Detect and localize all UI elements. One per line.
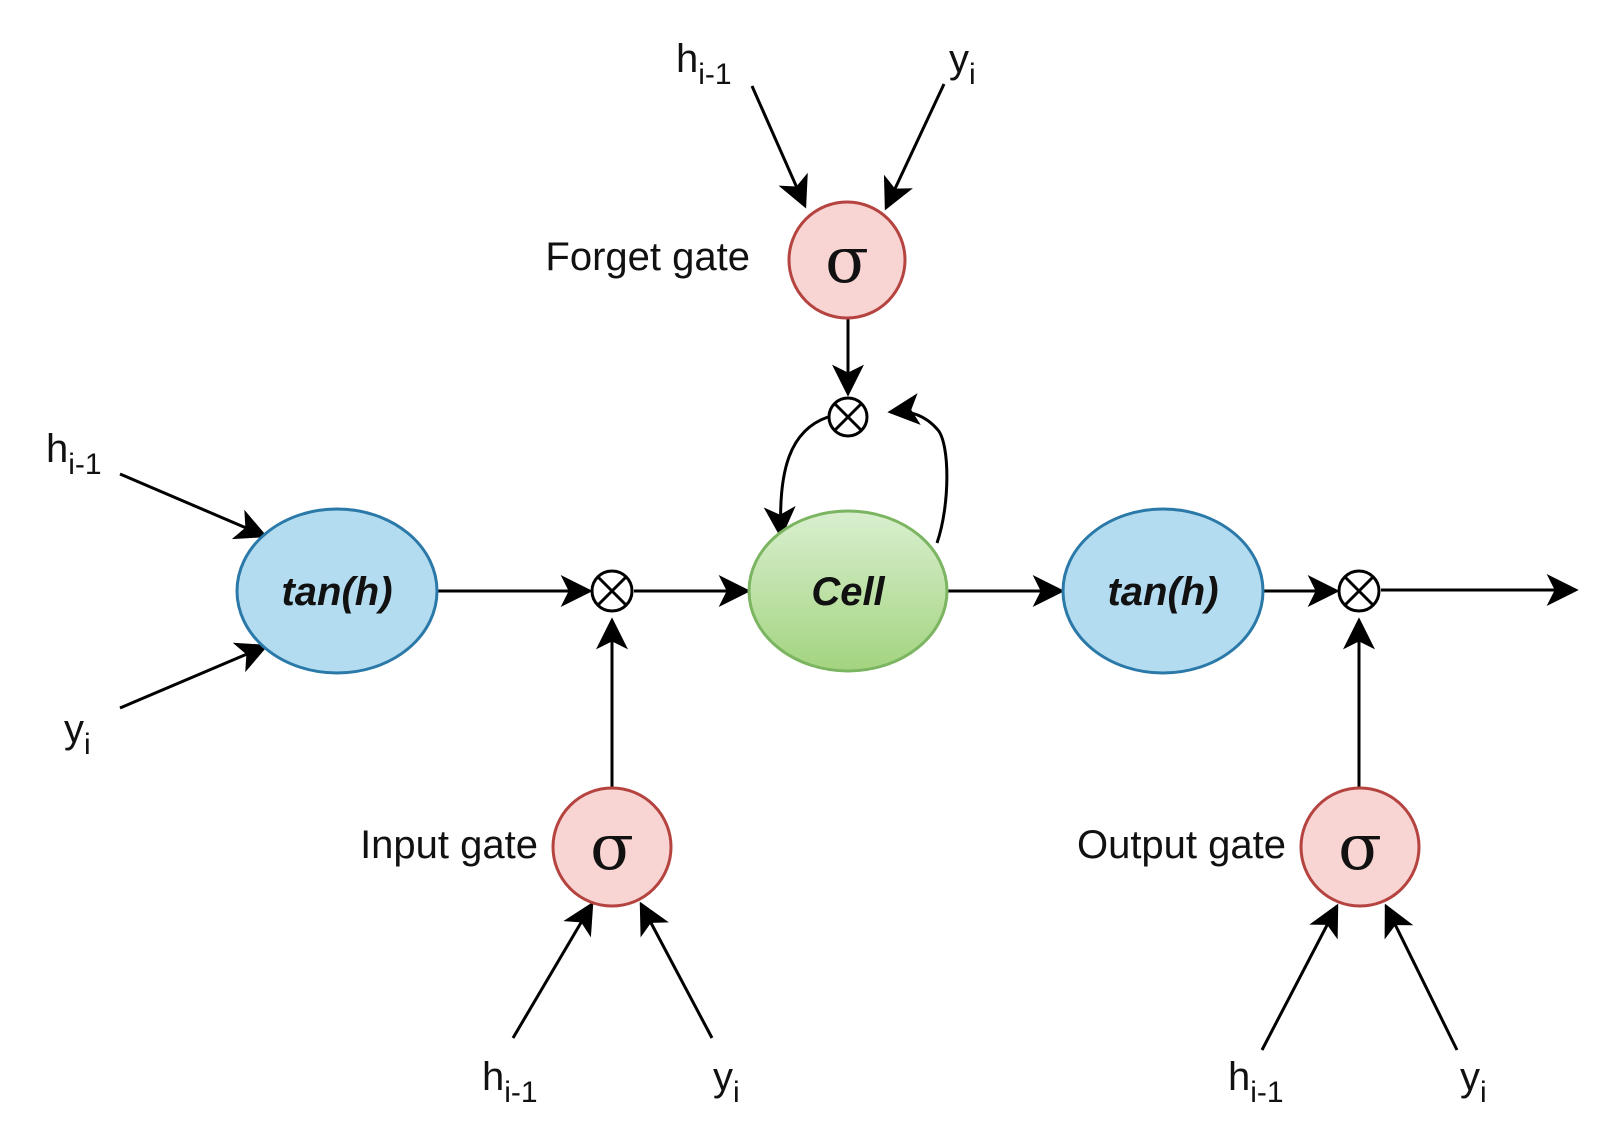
output-gate-node: σ (1299, 786, 1421, 908)
cell-label: Cell (811, 570, 885, 614)
edge-h-to-input-gate (511, 901, 594, 1039)
edge-y-to-output-gate (1384, 903, 1459, 1051)
edge-cell-to-mult (887, 393, 949, 544)
edge-h-to-forget (750, 85, 808, 209)
y-label: yi (1460, 1055, 1487, 1109)
h-prev-label: hi-1 (1228, 1055, 1284, 1109)
sigma-symbol: σ (825, 224, 869, 298)
y-label: yi (713, 1055, 740, 1109)
edge-y-to-input-gate (639, 901, 714, 1039)
tanh-input-node: tan(h) (235, 507, 439, 675)
sigma-symbol: σ (590, 811, 634, 885)
h-prev-label: hi-1 (482, 1055, 538, 1109)
tanh-input-label: tan(h) (281, 570, 392, 614)
edge-y-to-tanh-in (119, 642, 269, 710)
forget-gate-node: σ (787, 200, 907, 320)
y-label: yi (64, 707, 91, 761)
y-label: yi (949, 37, 976, 91)
forget-multiplier (827, 396, 869, 438)
h-prev-label: hi-1 (676, 37, 732, 91)
tanh-output-node: tan(h) (1061, 507, 1265, 675)
tanh-output-label: tan(h) (1107, 570, 1218, 614)
edge-h-to-output-gate (1260, 903, 1339, 1051)
input-gate-node: σ (551, 786, 673, 908)
h-prev-label: hi-1 (46, 427, 102, 481)
sigma-symbol: σ (1338, 811, 1382, 885)
edge-y-to-forget (883, 83, 946, 211)
forget-gate-label: Forget gate (545, 235, 750, 279)
output-gate-label: Output gate (1077, 823, 1286, 867)
cell-node: Cell (747, 509, 949, 673)
input-multiplier (590, 569, 634, 613)
edge-h-to-tanh-in (119, 472, 268, 540)
input-gate-label: Input gate (360, 823, 538, 867)
edge-mult-to-cell (763, 415, 829, 539)
output-multiplier (1337, 569, 1381, 613)
